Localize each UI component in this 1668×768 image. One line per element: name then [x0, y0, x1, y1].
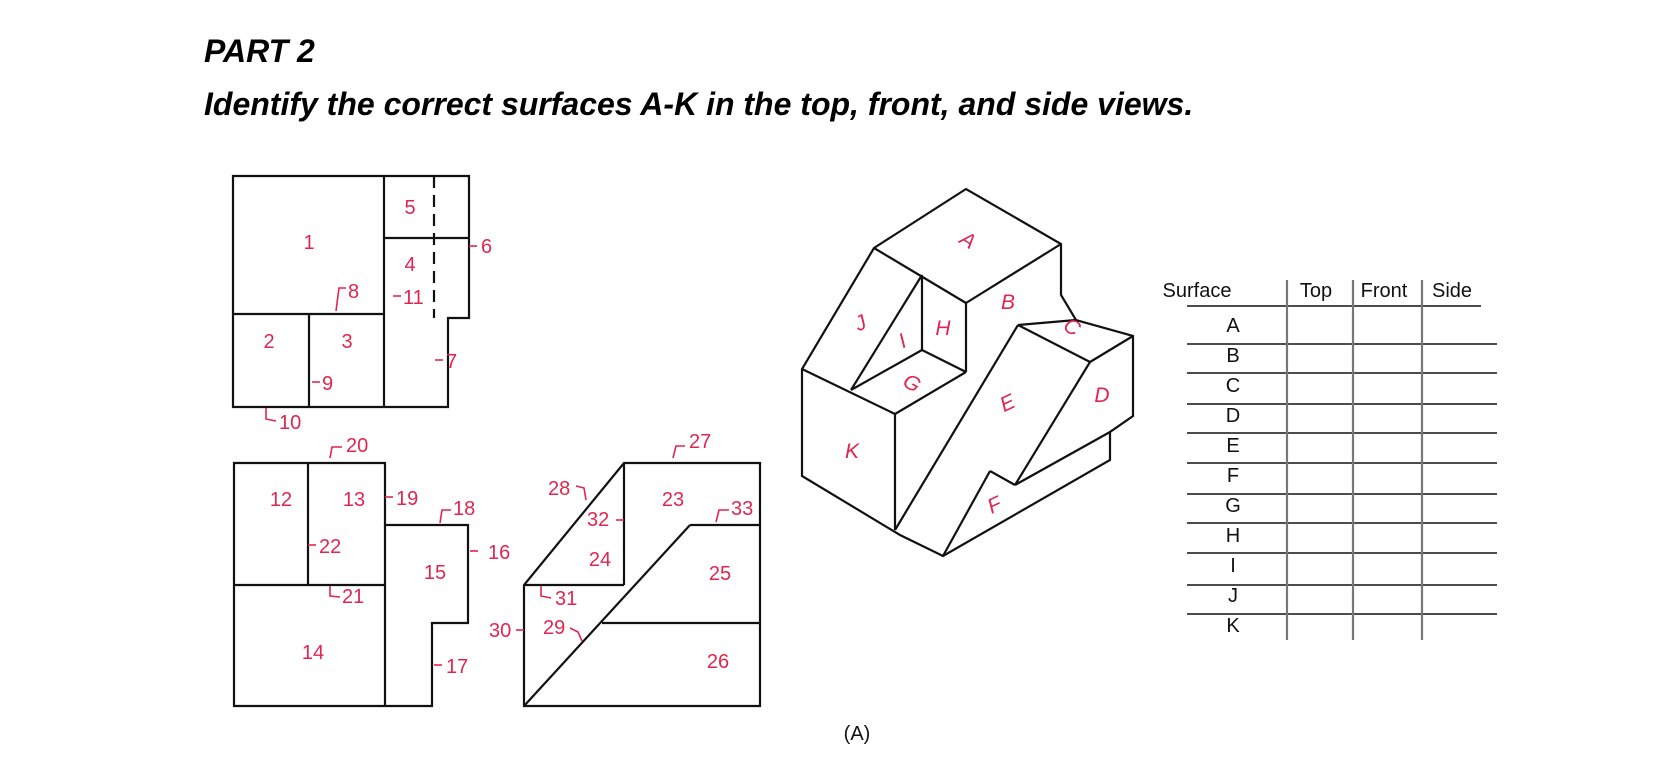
front-label-16: 16: [488, 542, 510, 564]
surface-label-A: A: [954, 226, 980, 254]
table-row-D: D: [1226, 405, 1240, 427]
surface-label-C: C: [1059, 314, 1085, 342]
surface-label-G: G: [899, 369, 925, 397]
table-header-side: Side: [1432, 280, 1472, 302]
side-label-24: 24: [589, 549, 611, 571]
isometric-view: A B C D E F G H I J K: [800, 187, 1135, 558]
front-label-13: 13: [343, 489, 365, 511]
side-label-28: 28: [548, 478, 570, 500]
table-row-B: B: [1226, 345, 1239, 367]
table-row-K: K: [1226, 615, 1240, 637]
side-label-31: 31: [555, 588, 577, 610]
front-label-15: 15: [424, 562, 446, 584]
table-row-G: G: [1225, 495, 1241, 517]
front-label-22: 22: [319, 536, 341, 558]
instruction-text: Identify the correct surfaces A-K in the…: [204, 86, 1194, 122]
side-label-29: 29: [543, 617, 565, 639]
surface-label-B: B: [1001, 291, 1015, 314]
table-row-A: A: [1226, 315, 1240, 337]
surface-label-I: I: [895, 330, 910, 353]
surface-label-D: D: [1094, 384, 1109, 407]
answer-table: Surface Top Front Side A B C D E F G H I…: [1163, 280, 1497, 640]
surface-label-F: F: [984, 492, 1006, 519]
table-row-C: C: [1226, 375, 1240, 397]
table-row-F: F: [1227, 465, 1239, 487]
table-row-H: H: [1226, 525, 1240, 547]
side-label-26: 26: [707, 651, 729, 673]
surface-label-E: E: [996, 390, 1019, 417]
surface-label-H: H: [935, 317, 951, 340]
front-label-20: 20: [346, 435, 368, 457]
front-label-12: 12: [270, 489, 292, 511]
top-label-1: 1: [303, 232, 314, 254]
side-label-23: 23: [662, 489, 684, 511]
front-label-19: 19: [396, 488, 418, 510]
top-view: 1 2 3 4 5 6 7 8 9 10 11: [231, 174, 492, 434]
table-header-surface: Surface: [1163, 280, 1232, 302]
front-label-21: 21: [342, 586, 364, 608]
side-label-25: 25: [709, 563, 731, 585]
surface-label-K: K: [845, 440, 860, 463]
top-label-5: 5: [404, 197, 415, 219]
front-view: 12 13 14 15 16 17 18 19 20 21 22: [232, 435, 510, 708]
front-label-14: 14: [302, 642, 324, 664]
top-label-2: 2: [263, 331, 274, 353]
part-title: PART 2: [204, 33, 315, 69]
table-row-E: E: [1226, 435, 1239, 457]
top-label-11: 11: [403, 287, 424, 309]
front-label-18: 18: [453, 498, 475, 520]
side-label-33: 33: [731, 498, 753, 520]
side-label-32: 32: [587, 509, 609, 531]
top-label-3: 3: [341, 331, 352, 353]
side-label-30: 30: [489, 620, 511, 642]
side-view: 23 24 25 26 27 28 29 30 31 32 33: [489, 431, 762, 708]
figure-caption: (A): [844, 723, 871, 745]
top-label-10: 10: [279, 412, 301, 434]
top-label-7: 7: [446, 351, 457, 373]
top-label-8: 8: [348, 281, 359, 303]
table-header-front: Front: [1361, 280, 1408, 302]
top-label-9: 9: [322, 373, 333, 395]
table-header-top: Top: [1300, 280, 1332, 302]
front-label-17: 17: [446, 656, 468, 678]
top-label-4: 4: [404, 254, 415, 276]
table-row-I: I: [1230, 555, 1236, 577]
side-label-27: 27: [689, 431, 711, 453]
surface-label-J: J: [850, 311, 871, 337]
table-row-J: J: [1228, 585, 1238, 607]
top-label-6: 6: [481, 236, 492, 258]
